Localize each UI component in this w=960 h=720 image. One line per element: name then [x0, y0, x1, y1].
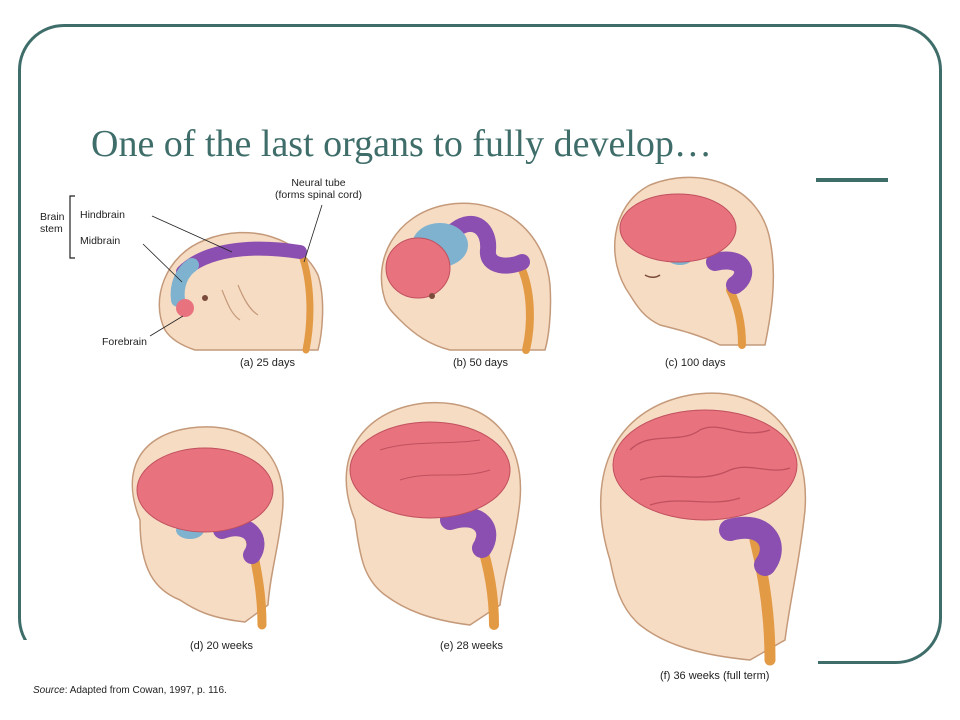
neural-tube-a	[296, 246, 314, 354]
forebrain-label: Forebrain	[102, 336, 147, 348]
neural-tube-label: Neural tube(forms spinal cord)	[275, 177, 362, 201]
fetus-20-weeks	[131, 426, 284, 630]
hindbrain-label: Hindbrain	[80, 209, 125, 221]
embryo-50-days	[380, 202, 552, 354]
stage-caption: (c) 100 days	[665, 357, 726, 369]
embryo-25-days	[158, 231, 324, 354]
forebrain-a	[176, 299, 194, 317]
accent-bar	[816, 178, 888, 182]
midbrain-a	[170, 258, 199, 307]
fetus-100-days	[613, 176, 775, 349]
source-citation: Source: Adapted from Cowan, 1997, p. 116…	[33, 685, 227, 696]
frame-gap	[14, 650, 818, 680]
stage-caption: (a) 25 days	[240, 357, 296, 369]
stage-caption: (e) 28 weeks	[440, 640, 503, 652]
fetus-36-weeks	[599, 392, 807, 666]
stage-caption: (f) 36 weeks (full term)	[660, 670, 770, 682]
fetus-28-weeks	[345, 401, 522, 630]
slide-title: One of the last organs to fully develop…	[91, 123, 712, 165]
stage-caption: (d) 20 weeks	[190, 640, 253, 652]
midbrain-label: Midbrain	[80, 235, 121, 247]
stage-caption: (b) 50 days	[453, 357, 509, 369]
